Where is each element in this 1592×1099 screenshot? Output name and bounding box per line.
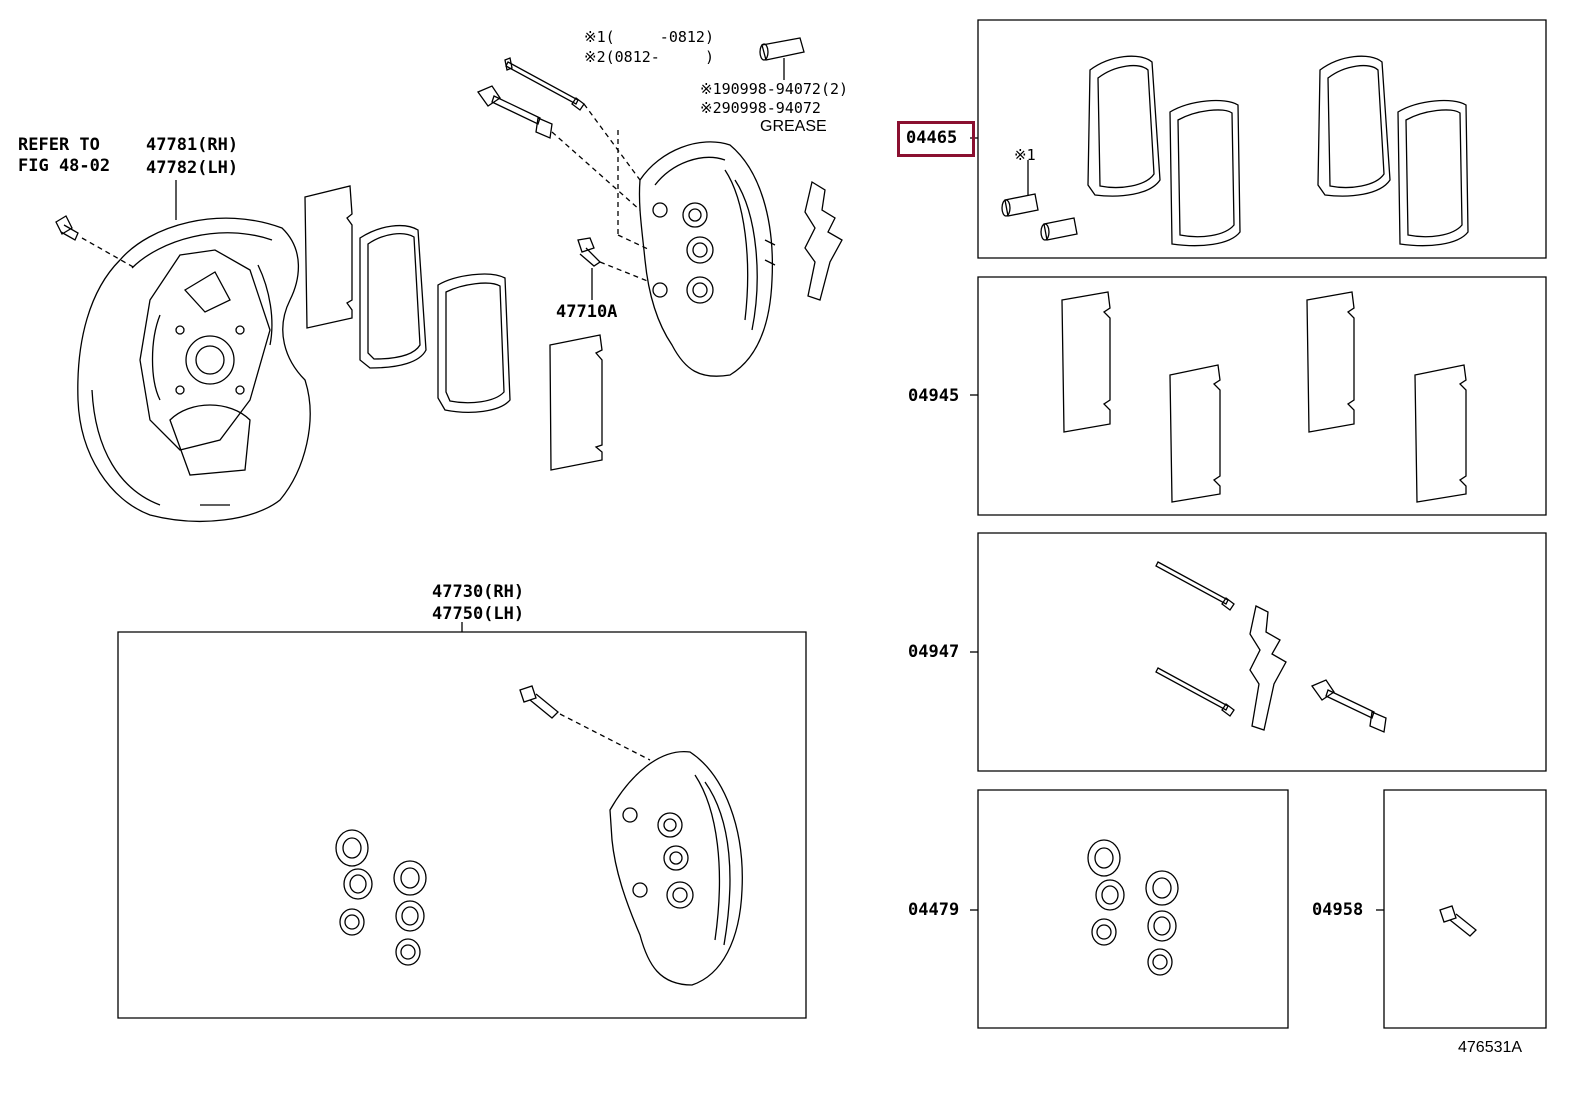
pin-kit-frame[interactable] [978, 533, 1546, 771]
cylinder-kit-drawing[interactable] [1088, 840, 1178, 975]
upper-clip-drawing[interactable] [805, 182, 842, 300]
pad-kit-label[interactable]: 04465 [906, 128, 958, 148]
lower-seals-drawing[interactable] [336, 830, 426, 965]
shim-kit-frame[interactable] [978, 277, 1546, 515]
pin-kit-label[interactable]: 04947 [908, 642, 960, 662]
upper-caliper-drawing[interactable] [639, 142, 775, 376]
note-1-label: ※1( -0812) [584, 28, 714, 46]
shield-bolt-drawing[interactable] [56, 216, 135, 268]
pin-kit-drawing[interactable] [1156, 562, 1386, 732]
bleeder-plug-drawing[interactable] [578, 238, 650, 282]
dust-shield-drawing[interactable] [78, 218, 310, 521]
caliper-rh-label[interactable]: 47730(RH) [432, 582, 525, 602]
pad-kit-note-label: ※1 [1014, 146, 1036, 164]
lower-caliper-drawing[interactable] [610, 752, 742, 985]
lower-bleeder-drawing[interactable] [520, 686, 650, 760]
caliper-lh-label[interactable]: 47750(LH) [432, 604, 525, 624]
bleeder-kit-label[interactable]: 04958 [1312, 900, 1364, 920]
refer-to-label: REFER TO [18, 135, 100, 155]
shield-lh-label[interactable]: 47782(LH) [146, 158, 239, 178]
bleeder-kit-drawing[interactable] [1440, 906, 1476, 936]
shim-kit-drawing[interactable] [1062, 292, 1466, 502]
shield-rh-label[interactable]: 47781(RH) [146, 135, 239, 155]
cylinder-kit-label[interactable]: 04479 [908, 900, 960, 920]
pad-kit-frame[interactable] [978, 20, 1546, 258]
bleeder-kit-frame[interactable] [1384, 790, 1546, 1028]
grease-2-label[interactable]: ※290998-94072 [700, 99, 821, 117]
grease-word-label: GREASE [760, 118, 827, 135]
grease-1-label[interactable]: ※190998-94072(2) [700, 80, 849, 98]
caliper-assembly-frame [118, 632, 806, 1018]
upper-shims-pads-drawing[interactable] [305, 186, 602, 470]
bleeder-plug-label[interactable]: 47710A [556, 302, 618, 322]
note-2-label: ※2(0812- ) [584, 48, 714, 66]
grease-tube-drawing[interactable] [760, 38, 804, 80]
cylinder-kit-frame[interactable] [978, 790, 1288, 1028]
selected-part-highlight [897, 121, 975, 157]
shim-kit-label[interactable]: 04945 [908, 386, 960, 406]
pad-kit-drawing[interactable] [1002, 56, 1468, 245]
upper-pins-drawing[interactable] [478, 58, 650, 250]
fig-ref-label[interactable]: FIG 48-02 [18, 156, 111, 176]
figure-id-label: 476531A [1458, 1039, 1523, 1056]
